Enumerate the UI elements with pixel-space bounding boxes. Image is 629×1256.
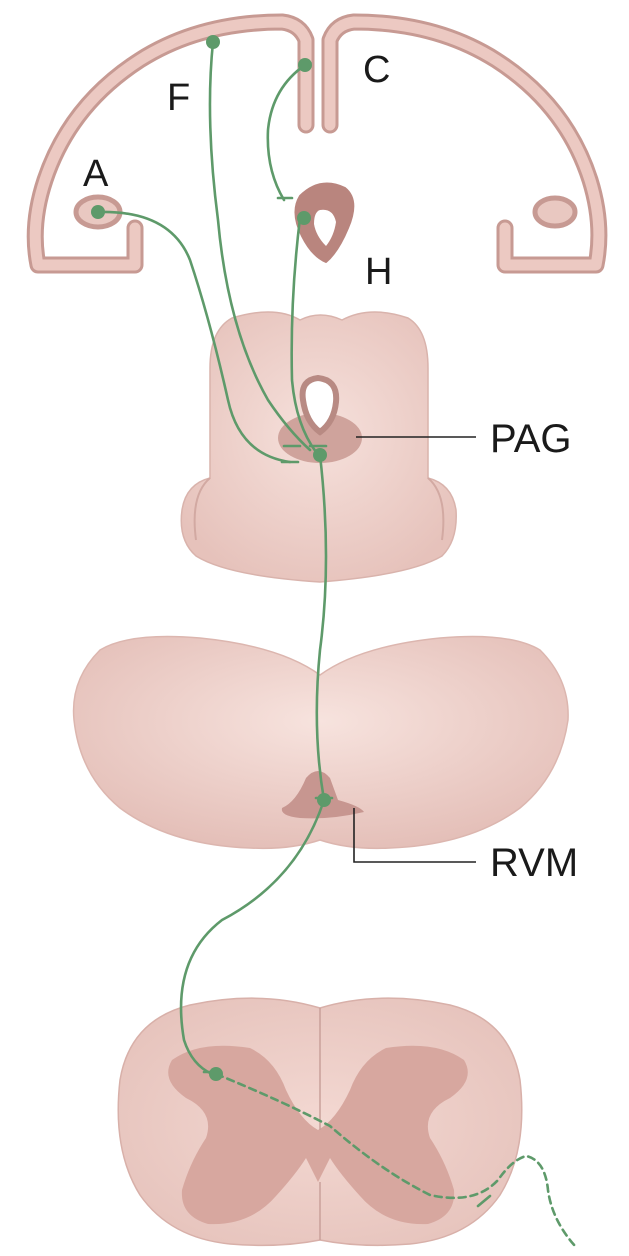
neuron-pag — [313, 448, 327, 462]
cerebral-hemispheres — [35, 22, 599, 265]
label-h: H — [365, 251, 392, 293]
label-rvm: RVM — [490, 841, 578, 885]
neuron-amygdala — [91, 205, 105, 219]
right-amygdala — [535, 198, 575, 226]
neuron-spinal — [209, 1067, 223, 1081]
label-pag: PAG — [490, 417, 572, 461]
neuron-hypothalamus — [297, 211, 311, 225]
left-hemisphere-cortex — [35, 22, 306, 265]
label-c: C — [363, 49, 390, 91]
neuron-rvm — [317, 793, 331, 807]
neuron-cortex-c — [298, 58, 312, 72]
neuron-frontal — [206, 35, 220, 49]
label-f: F — [167, 77, 190, 119]
medulla-section — [74, 637, 569, 849]
label-a: A — [83, 153, 109, 195]
